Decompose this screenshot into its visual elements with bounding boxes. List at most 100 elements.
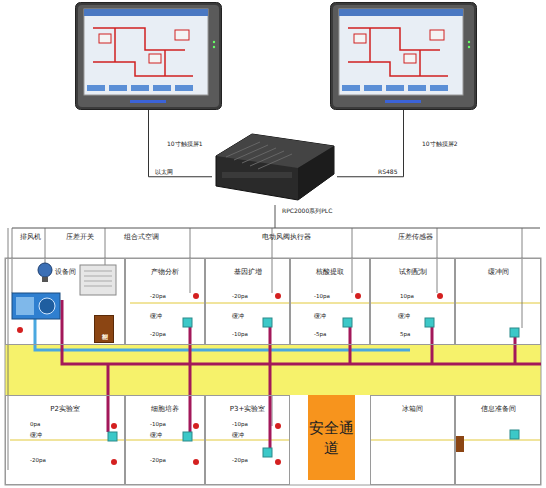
cabinet-symbol (455, 436, 464, 452)
supply-duct (35, 319, 410, 350)
screen-bezel (76, 3, 222, 110)
air-valve (17, 327, 23, 333)
node-text: 安全通道 (308, 418, 355, 458)
connector-line (337, 110, 404, 177)
air-valve (437, 293, 443, 299)
air-valve (111, 423, 117, 429)
air-handler-panel (16, 297, 34, 315)
screen-led (468, 46, 470, 48)
device-label: 压差开关 (66, 233, 94, 242)
node-text: 设备间 (6, 267, 124, 277)
device-label: 电动风阀执行器 (262, 233, 311, 242)
pressure-value: 10pa (400, 293, 414, 299)
control-cabinet: 控制柜 (94, 315, 114, 343)
buffer-label: 缓冲 (232, 313, 244, 320)
buffer-label: 缓冲 (30, 432, 42, 439)
screen-header (339, 9, 463, 16)
pressure-sensor (263, 318, 272, 327)
air-valve (355, 293, 361, 299)
pressure-value: -10pa (314, 293, 330, 299)
plc-device: RPC2000系列PLC (212, 128, 337, 203)
bus-line (12, 205, 540, 228)
fan-symbol (39, 298, 55, 314)
touch-screen (330, 2, 477, 110)
node-text: 核酸提取 (291, 267, 369, 277)
screen-button (175, 85, 193, 91)
device-label: 排风机 (20, 233, 41, 242)
plc-side (298, 146, 334, 200)
pressure-sensor (425, 318, 434, 327)
node-text: P3+实验室 (206, 404, 289, 414)
pressure-value: -10pa (232, 421, 248, 427)
screen-pipes (348, 28, 448, 76)
room-box: 细胞培养 (125, 395, 205, 485)
pressure-value: -20pa (232, 457, 248, 463)
screen-frame (333, 5, 474, 107)
screen-unit (99, 34, 111, 43)
buffer-label: 缓冲 (398, 313, 410, 320)
screen-button (364, 85, 382, 91)
pressure-value: -20pa (150, 293, 166, 299)
screen-button (342, 85, 360, 91)
edge-label: 以太网 (155, 168, 173, 177)
device-label: 组合式空调 (124, 233, 159, 242)
pressure-sensor (510, 430, 519, 439)
screen-led (468, 41, 470, 43)
pressure-value: 0pa (30, 421, 40, 427)
plc-terminals (226, 142, 292, 169)
pressure-sensor (183, 432, 192, 441)
node-text: 基因扩增 (206, 267, 289, 277)
screen-unit (404, 54, 416, 63)
touch-screen: 10寸触摸屏2 (330, 2, 477, 110)
ac-grill (84, 271, 112, 286)
screen-unit (354, 34, 366, 43)
air-valve (275, 293, 281, 299)
air-valve (275, 423, 281, 429)
node-text: 冰箱间 (371, 404, 454, 414)
node-text: 细胞培养 (126, 404, 204, 414)
pressure-sensor (343, 318, 352, 327)
screen-button (386, 85, 404, 91)
screen-button (408, 85, 426, 91)
screen-led (213, 41, 215, 43)
screen-unit (430, 30, 444, 40)
pressure-switch (38, 263, 52, 277)
node-text: P2实验室 (6, 404, 124, 414)
node-text: RPC2000系列PLC (282, 207, 332, 216)
touch-screen: 10寸触摸屏1 (75, 2, 222, 110)
device-label: 压差传感器 (398, 233, 433, 242)
pressure-sensor (263, 448, 272, 457)
pressure-value: -20pa (30, 457, 46, 463)
pressure-value: -10pa (150, 421, 166, 427)
air-valve (193, 423, 199, 429)
pressure-value: -5pa (314, 331, 326, 337)
screen-button (430, 85, 448, 91)
room-box: 信息准备间 (455, 395, 541, 485)
air-handler (12, 293, 60, 319)
buffer-label: 缓冲 (150, 313, 162, 320)
room-box: P2实验室 (5, 395, 125, 485)
room-box: 冰箱间 (370, 395, 455, 485)
buffer-label: 缓冲 (150, 432, 162, 439)
buffer-label: 缓冲 (314, 313, 326, 320)
building-outline (5, 258, 541, 485)
screen-button (87, 85, 105, 91)
pressure-value: 5pa (400, 331, 410, 337)
pressure-sensor (510, 328, 519, 337)
touch-screen (75, 2, 222, 110)
screen-button (153, 85, 171, 91)
air-valve (275, 459, 281, 465)
screen-unit (175, 30, 189, 40)
screen-button (131, 85, 149, 91)
screen-bezel (331, 3, 477, 110)
screen-display (84, 9, 208, 95)
screen-display (339, 9, 463, 95)
node-text: 缓冲间 (456, 267, 540, 277)
screen-led (213, 46, 215, 48)
room-box: 核酸提取 (290, 258, 370, 345)
screen-pipes (93, 28, 193, 76)
pressure-sensor (183, 318, 192, 327)
pressure-value: -20pa (232, 293, 248, 299)
corridor (5, 345, 541, 395)
